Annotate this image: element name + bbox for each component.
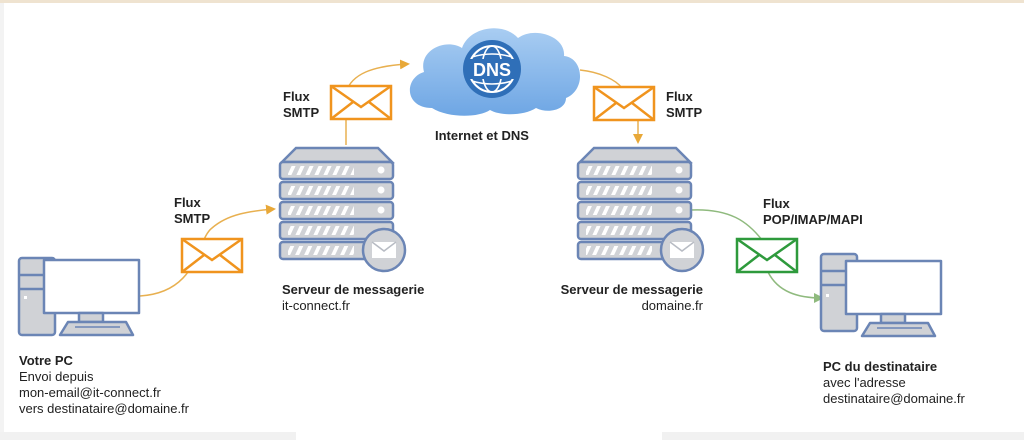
sender-pc-icon xyxy=(17,256,141,337)
flux-label-line1: Flux xyxy=(666,89,693,104)
flux-label-line2: SMTP xyxy=(666,105,703,120)
left-edge xyxy=(0,3,4,433)
server1-domain: it-connect.fr xyxy=(282,298,350,313)
flux-smtp-label-3: Flux SMTP xyxy=(666,89,702,121)
flux-smtp-label-2: Flux SMTP xyxy=(283,89,319,121)
flux-label-line1: Flux xyxy=(174,195,201,210)
sender-pc-label: Votre PC Envoi depuis mon-email@it-conne… xyxy=(19,353,189,417)
flux-pop-label: Flux POP/IMAP/MAPI xyxy=(763,196,863,228)
flux-label-line2: SMTP xyxy=(174,211,211,226)
recipient-pc-icon xyxy=(819,252,943,338)
recipient-pc-title: PC du destinataire xyxy=(823,359,938,374)
flux-smtp-label-1: Flux SMTP xyxy=(174,195,210,227)
connector-server2-to-envelope4 xyxy=(689,209,763,241)
recipient-pc-label: PC du destinataire avec l'adresse destin… xyxy=(823,359,965,407)
server1-label: Serveur de messagerie it-connect.fr xyxy=(282,282,424,314)
flux-label-line2: POP/IMAP/MAPI xyxy=(763,212,863,227)
sender-pc-title: Votre PC xyxy=(19,353,73,368)
sender-pc-line2: mon-email@it-connect.fr xyxy=(19,385,161,400)
envelope-icon-smtp-3 xyxy=(592,85,656,122)
server2-domain: domaine.fr xyxy=(641,298,703,313)
recipient-pc-line2: destinataire@domaine.fr xyxy=(823,391,965,406)
flux-label-line1: Flux xyxy=(763,196,790,211)
connector-cloud-to-envelope3 xyxy=(579,69,623,89)
flux-label-line2: SMTP xyxy=(283,105,320,120)
connector-envelope4-to-pc xyxy=(767,271,824,303)
dns-text: DNS xyxy=(473,60,511,80)
server2-title: Serveur de messagerie xyxy=(560,282,703,297)
connector-pc-to-server1 xyxy=(139,204,276,297)
recipient-pc-line1: avec l'adresse xyxy=(823,375,906,390)
envelope-icon-smtp-2 xyxy=(329,84,393,121)
server2-label: Serveur de messagerie domaine.fr xyxy=(548,282,703,314)
flux-label-line1: Flux xyxy=(283,89,310,104)
server1-title: Serveur de messagerie xyxy=(282,282,425,297)
sender-pc-line1: Envoi depuis xyxy=(19,369,94,384)
sender-pc-line3: vers destinataire@domaine.fr xyxy=(19,401,189,416)
mail-server-icon-2 xyxy=(576,146,705,273)
envelope-icon-pop xyxy=(735,237,799,274)
top-border xyxy=(0,0,1024,3)
bottom-border-gap xyxy=(296,432,662,440)
internet-dns-label: Internet et DNS xyxy=(435,128,529,143)
mail-server-icon-1 xyxy=(278,146,407,273)
envelope-icon-smtp-1 xyxy=(180,237,244,274)
dns-globe-icon: DNS xyxy=(463,40,521,98)
